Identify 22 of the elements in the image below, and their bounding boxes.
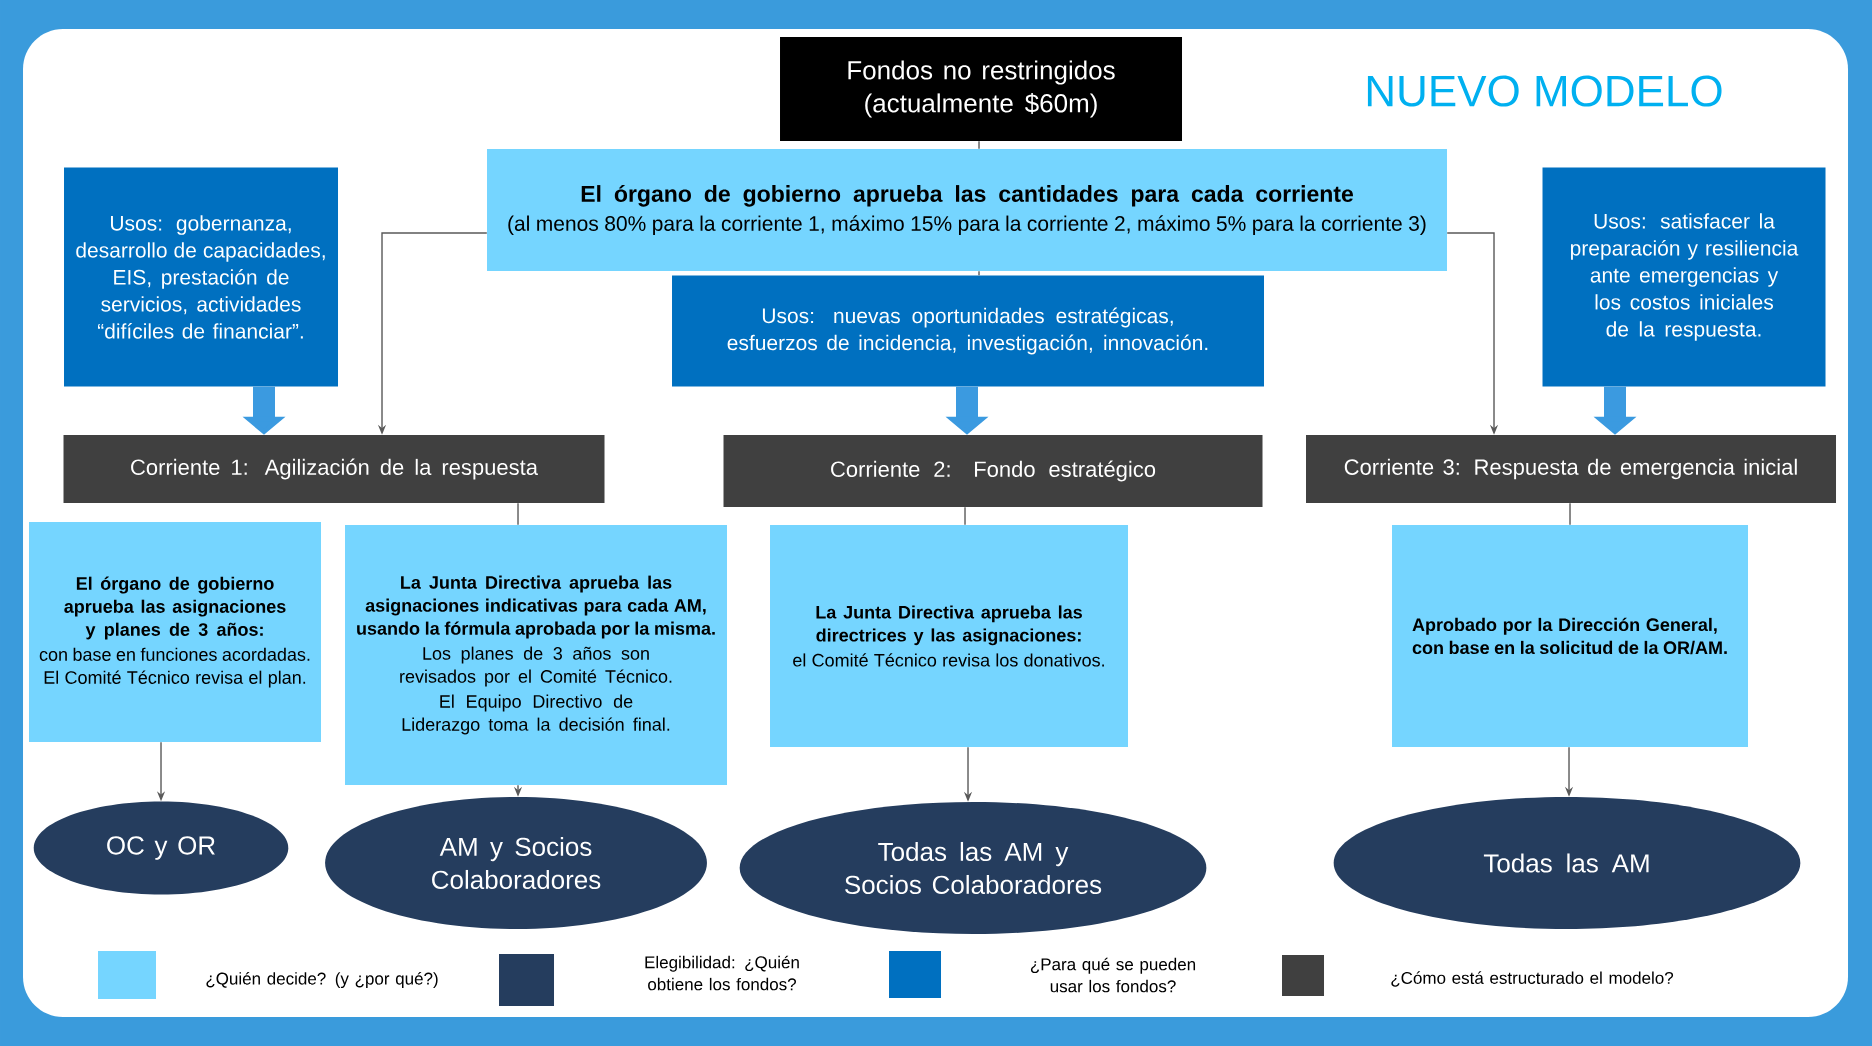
header-box: Fondos no restringidos (actualmente $60m) bbox=[780, 37, 1182, 141]
decision-box: El órgano de gobierno aprueba las asignaciones y planes de 3 años: con base en funciones acordadas. El Comité Técnico revisa el plan. bbox=[29, 522, 321, 742]
connector-line bbox=[964, 506, 966, 526]
uses-box: Usos: gobernanza, desarrollo de capacidades, EIS, prestación de servicios, actividades “difíciles de financiar”. bbox=[64, 167, 338, 387]
uses-box: Usos: nuevas oportunidades estratégicas, esfuerzos de incidencia, investigación, innovación. bbox=[672, 275, 1264, 387]
legend-text: ¿Quién decide? (y ¿por qué?) bbox=[206, 972, 438, 988]
connector-line bbox=[978, 270, 980, 276]
stream-bar: Corriente 3: Respuesta de emergencia inicial bbox=[1306, 435, 1836, 503]
stream-bar: Corriente 1: Agilización de la respuesta bbox=[63, 435, 605, 503]
title: NUEVO MODELO bbox=[1367, 75, 1722, 107]
decision-box: La Junta Directiva aprueba las directrices y las asignaciones: el Comité Técnico revisa los donativos. bbox=[770, 525, 1128, 747]
decision-box: El órgano de gobierno aprueba las cantidades para cada corriente (al menos 80% para la corriente 1, máximo 15% para la corriente 2, máximo 5% para la corriente 3) bbox=[487, 149, 1447, 271]
connector-line bbox=[1569, 502, 1571, 526]
legend-text: Elegibilidad: ¿Quién obtiene los fondos? bbox=[645, 955, 799, 991]
decision-box: La Junta Directiva aprueba las asignaciones indicativas para cada AM, usando la fórmula aprobada por la misma. Los planes de 3 años son revisados por el Comité Técnico. El Equipo Directivo de Liderazgo toma la decisión final. bbox=[345, 525, 727, 785]
uses-box: Usos: satisfacer la preparación y resiliencia ante emergencias y los costos iniciales de la respuesta. bbox=[1542, 167, 1826, 387]
connector-line bbox=[517, 502, 519, 526]
decision-box: Aprobado por la Dirección General, con base en la solicitud de la OR/AM. bbox=[1392, 525, 1748, 747]
legend-text: ¿Cómo está estructurado el modelo? bbox=[1391, 971, 1674, 987]
legend-text: ¿Para qué se pueden usar los fondos? bbox=[1030, 957, 1196, 993]
stream-bar: Corriente 2: Fondo estratégico bbox=[723, 435, 1263, 507]
connector-line bbox=[978, 140, 980, 150]
